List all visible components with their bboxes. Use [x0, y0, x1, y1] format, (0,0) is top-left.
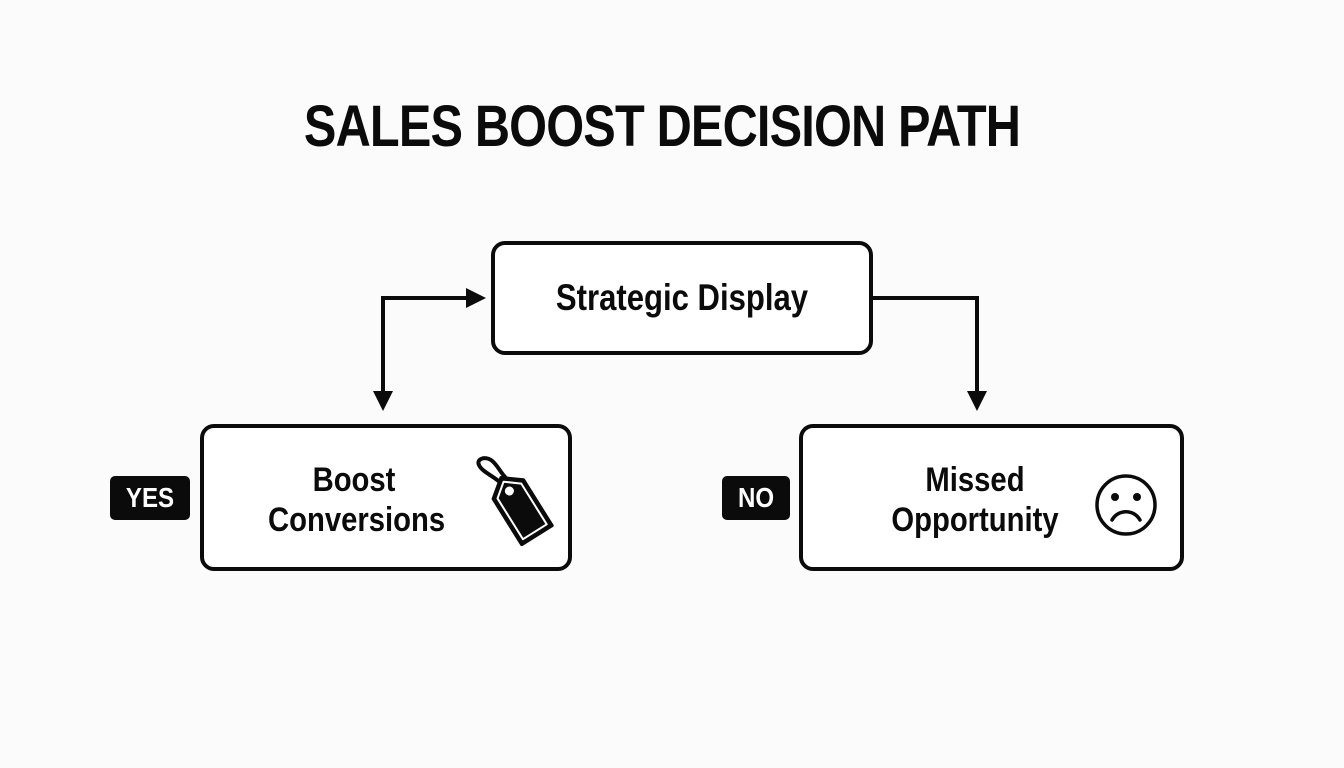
node-label: Strategic Display — [555, 277, 809, 318]
arrowhead-right-icon — [466, 288, 486, 308]
arrowhead-down-icon — [373, 391, 393, 411]
yes-badge: YES — [110, 476, 190, 520]
no-badge: NO — [722, 476, 790, 520]
node-label-line1: Boost — [312, 461, 396, 499]
node-label-line2: Conversions — [268, 501, 446, 539]
node-strategic-display: Strategic Display — [491, 241, 873, 355]
node-missed-opportunity: Missed Opportunity — [799, 424, 1184, 571]
node-label-line1: Missed — [925, 461, 1025, 499]
node-label-line2: Opportunity — [891, 501, 1059, 539]
diagram-title: SALES BOOST DECISION PATH — [303, 94, 1021, 159]
price-tag-icon — [476, 456, 554, 546]
arrowhead-down-icon — [967, 391, 987, 411]
sad-face-icon — [1095, 474, 1157, 536]
node-boost-conversions: Boost Conversions — [200, 424, 572, 571]
